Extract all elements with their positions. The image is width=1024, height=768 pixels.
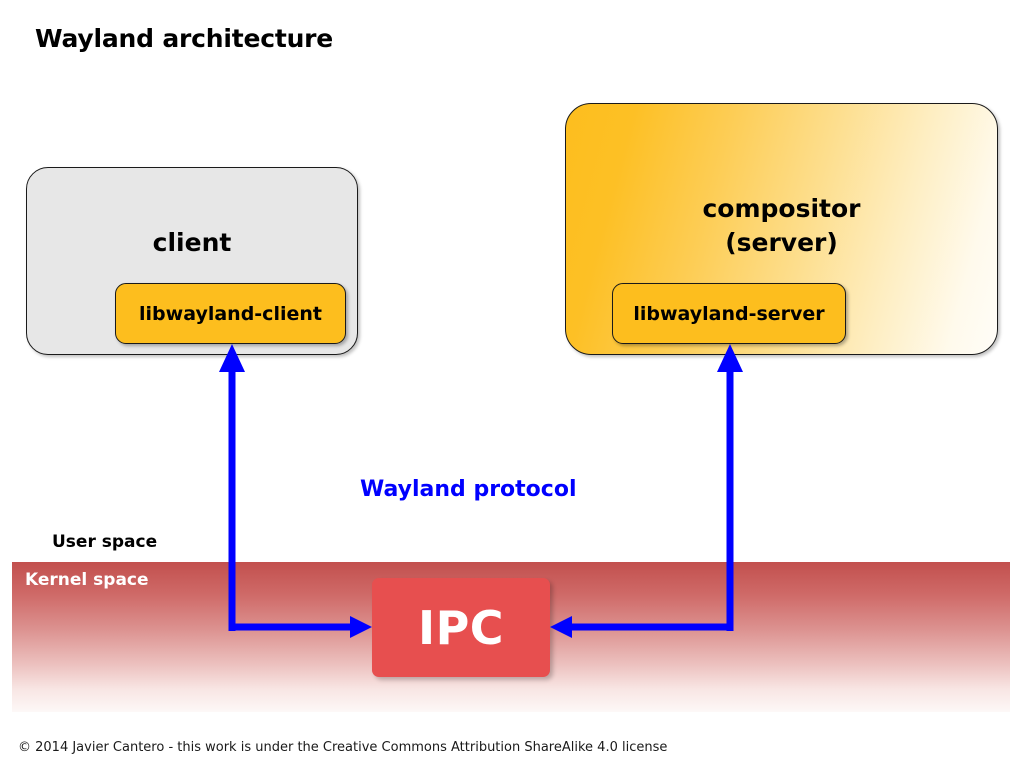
client-node-label: client [152,228,232,257]
kernel-space-label: Kernel space [25,570,149,590]
wayland-protocol-label: Wayland protocol [360,477,577,502]
libwayland-server-node: libwayland-server [612,283,846,344]
user-space-label: User space [52,532,158,552]
compositor-label-line-1: compositor [702,194,861,223]
ipc-node: IPC [372,578,550,677]
ipc-node-label: IPC [417,600,505,655]
compositor-node-label: compositor (server) [565,192,998,260]
libwayland-server-label: libwayland-server [633,302,825,325]
page-title: Wayland architecture [35,24,334,53]
libwayland-client-label: libwayland-client [139,302,322,325]
compositor-label-line-2: (server) [725,228,838,257]
libwayland-client-node: libwayland-client [115,283,346,344]
footer-credit: © 2014 Javier Cantero - this work is und… [18,740,668,755]
